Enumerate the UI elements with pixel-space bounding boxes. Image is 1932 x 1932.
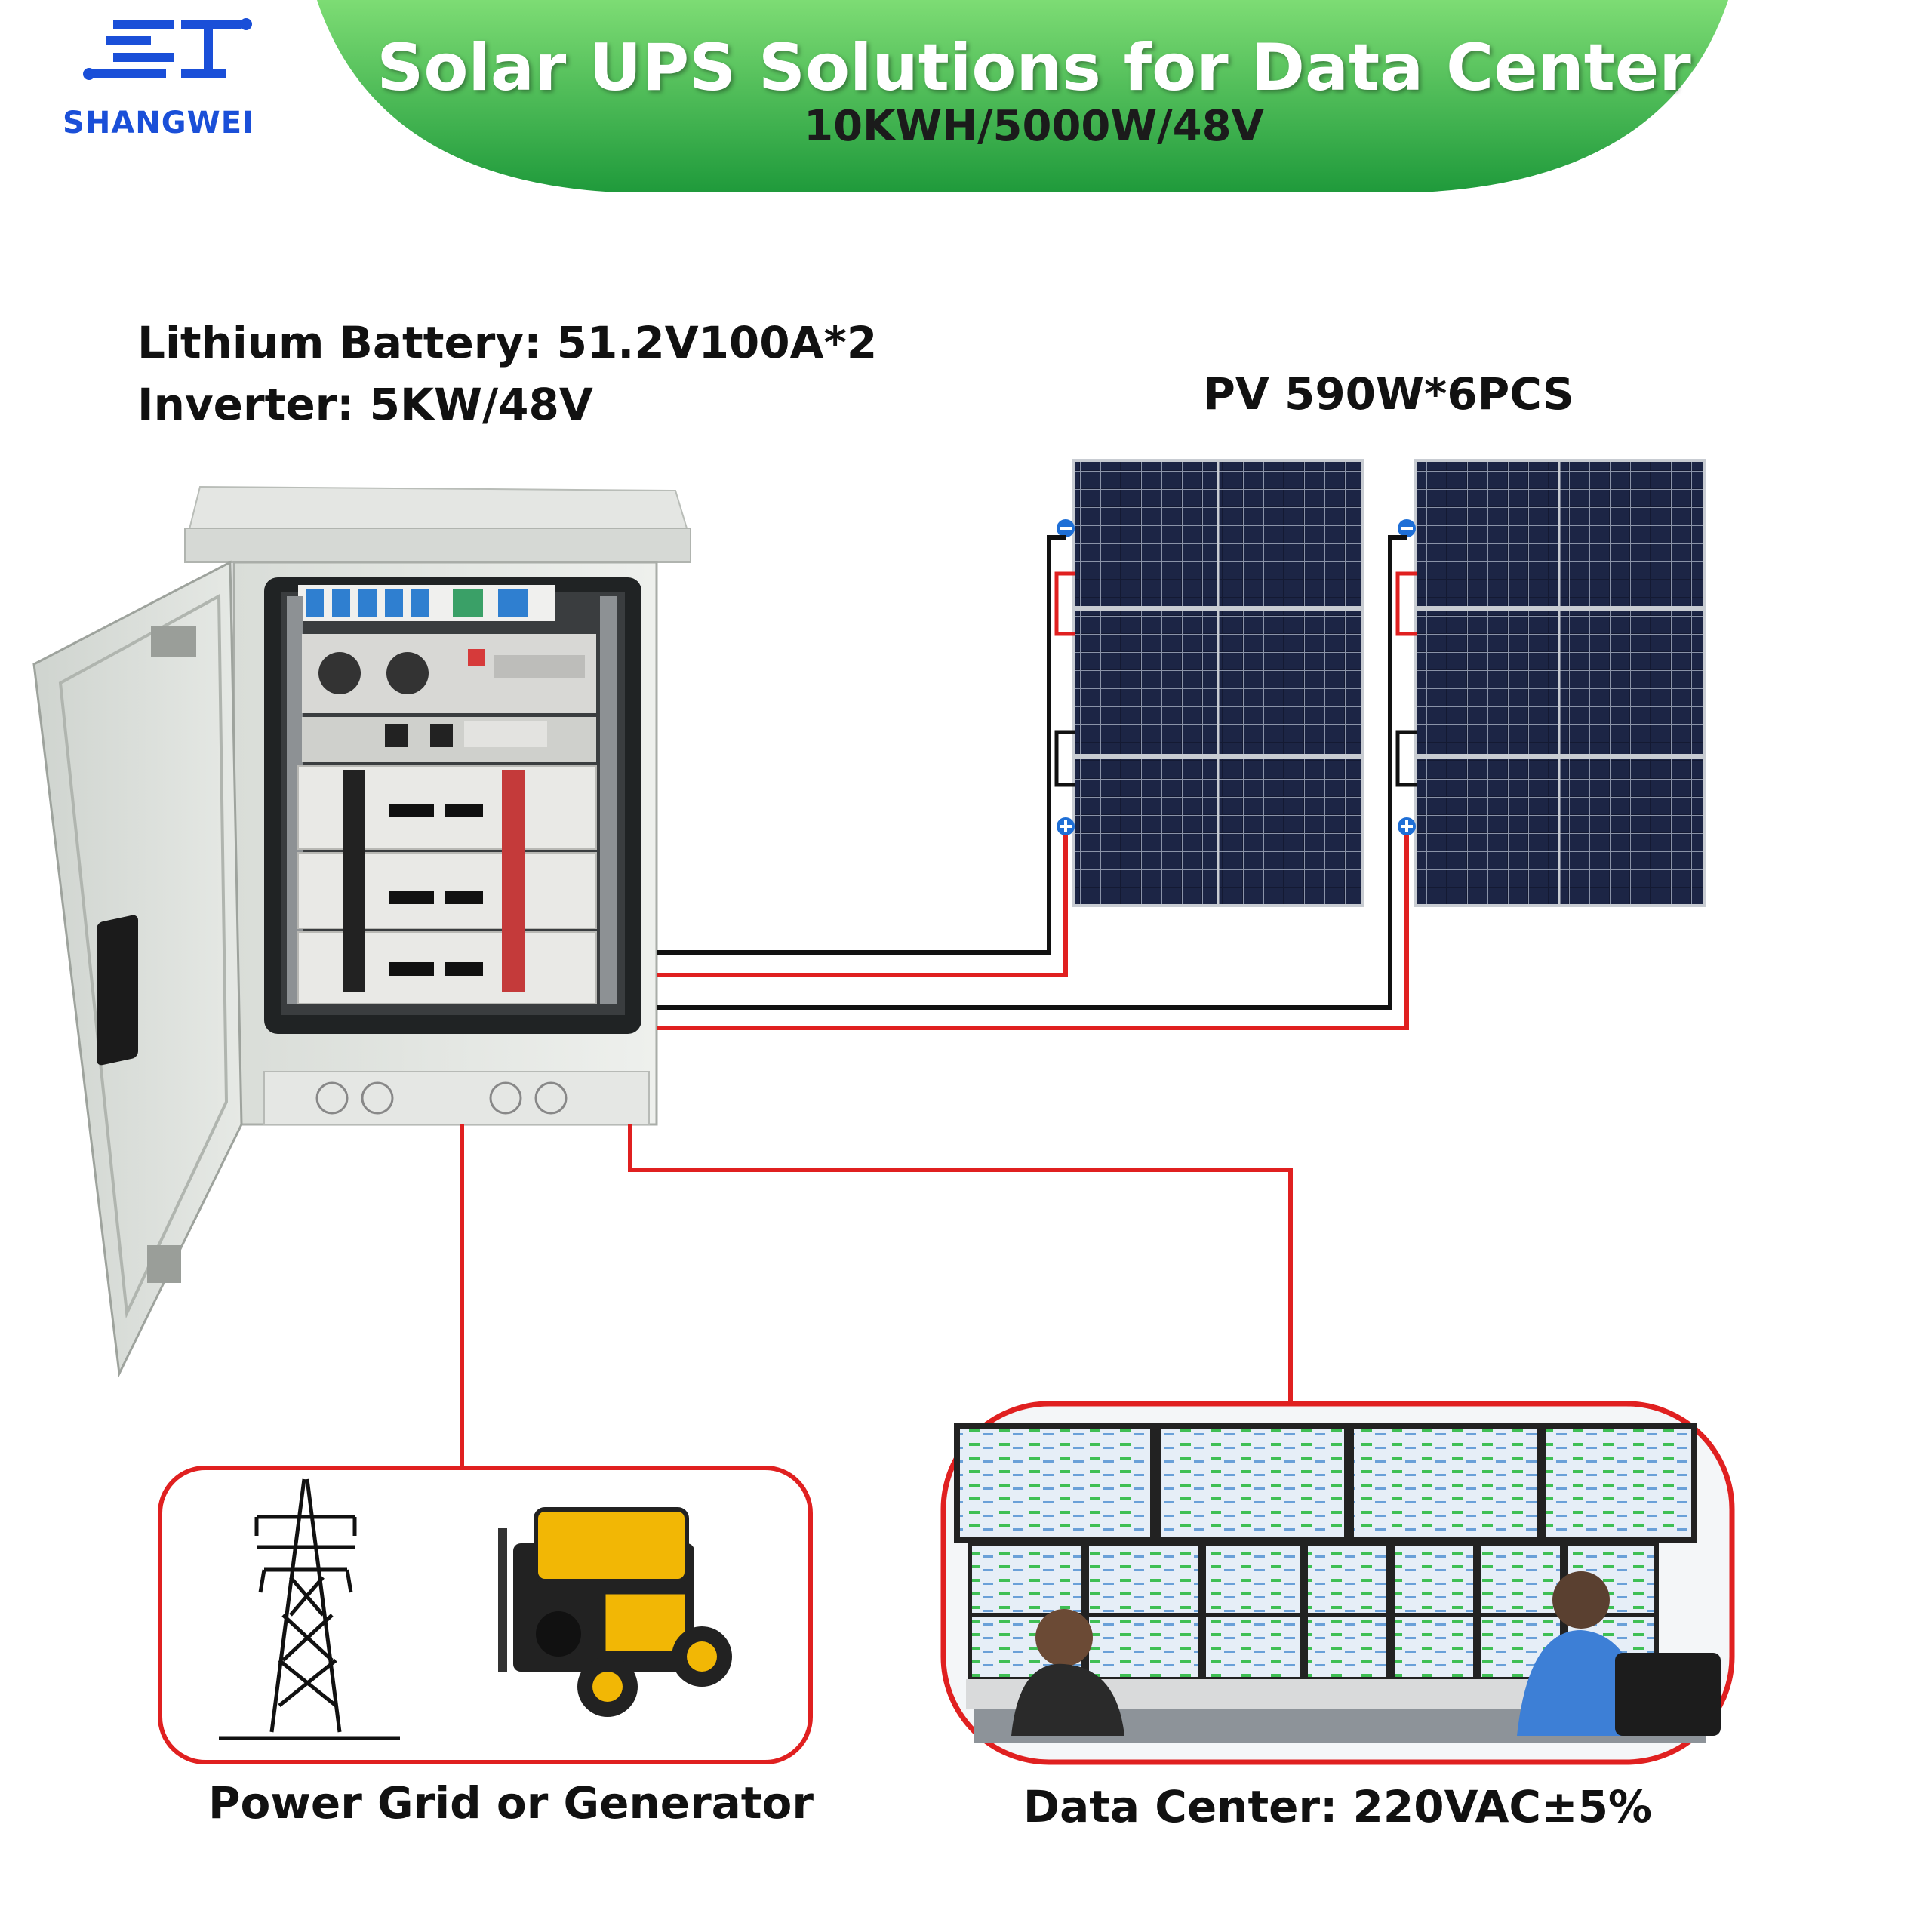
pv-string-2-positive-wire [657, 835, 1409, 1030]
pv-string-1-negative-wire [657, 535, 1066, 955]
pv-panel [1072, 756, 1364, 907]
page-subtitle: 10KWH/5000W/48V [804, 102, 1264, 151]
ac-wiring [460, 1124, 1293, 1468]
brand-name: SHANGWEI [63, 106, 254, 140]
pv-panel [1414, 756, 1706, 907]
monitor-wall [954, 1423, 1697, 1681]
power-tower-icon [219, 1478, 400, 1740]
brand-logo [83, 18, 252, 80]
sources-caption: Power Grid or Generator [208, 1777, 814, 1829]
brand-logo-mark [83, 18, 252, 80]
pv-panel [1414, 459, 1706, 609]
cabinet-base [263, 1071, 650, 1125]
minus-terminal-icon [1057, 519, 1075, 537]
pv-series-link-negative [1054, 730, 1075, 787]
pv-panel [1072, 459, 1364, 609]
pv-series-link-positive [1395, 571, 1417, 636]
page-title: Solar UPS Solutions for Data Center [377, 30, 1691, 106]
battery-module-1 [297, 765, 597, 850]
pv-panel [1072, 608, 1364, 757]
header-banner [317, 0, 1728, 192]
plus-terminal-icon [1057, 817, 1075, 835]
pv-series-link-negative [1395, 730, 1417, 787]
generator-icon [498, 1507, 732, 1717]
pv-panel [1414, 608, 1706, 757]
ups-cabinet [32, 485, 691, 1378]
pv-array [1054, 459, 1706, 907]
sources-box [158, 1466, 813, 1764]
pv-string-1-positive-wire [657, 835, 1068, 977]
battery-spec: Lithium Battery: 51.2V100A*2 [137, 317, 878, 368]
inverter-spec: Inverter: 5KW/48V [137, 379, 593, 430]
pv-series-link-positive [1054, 571, 1075, 636]
door-handle [97, 915, 138, 1066]
operator-left [1011, 1609, 1124, 1736]
plus-terminal-icon [1398, 817, 1416, 835]
battery-module-2 [297, 852, 597, 929]
battery-module-3 [297, 931, 597, 1004]
banner-shape [317, 0, 1728, 192]
data-center-box [940, 1401, 1735, 1765]
minus-terminal-icon [1398, 519, 1416, 537]
pv-wiring [657, 535, 1409, 1030]
load-caption: Data Center: 220VAC±5% [1023, 1781, 1653, 1832]
pv-label: PV 590W*6PCS [1203, 368, 1574, 420]
pv-string-2-negative-wire [657, 535, 1407, 1010]
breaker-row [306, 589, 528, 617]
load-output-wire [628, 1124, 1293, 1404]
inverter-unit [302, 634, 596, 713]
